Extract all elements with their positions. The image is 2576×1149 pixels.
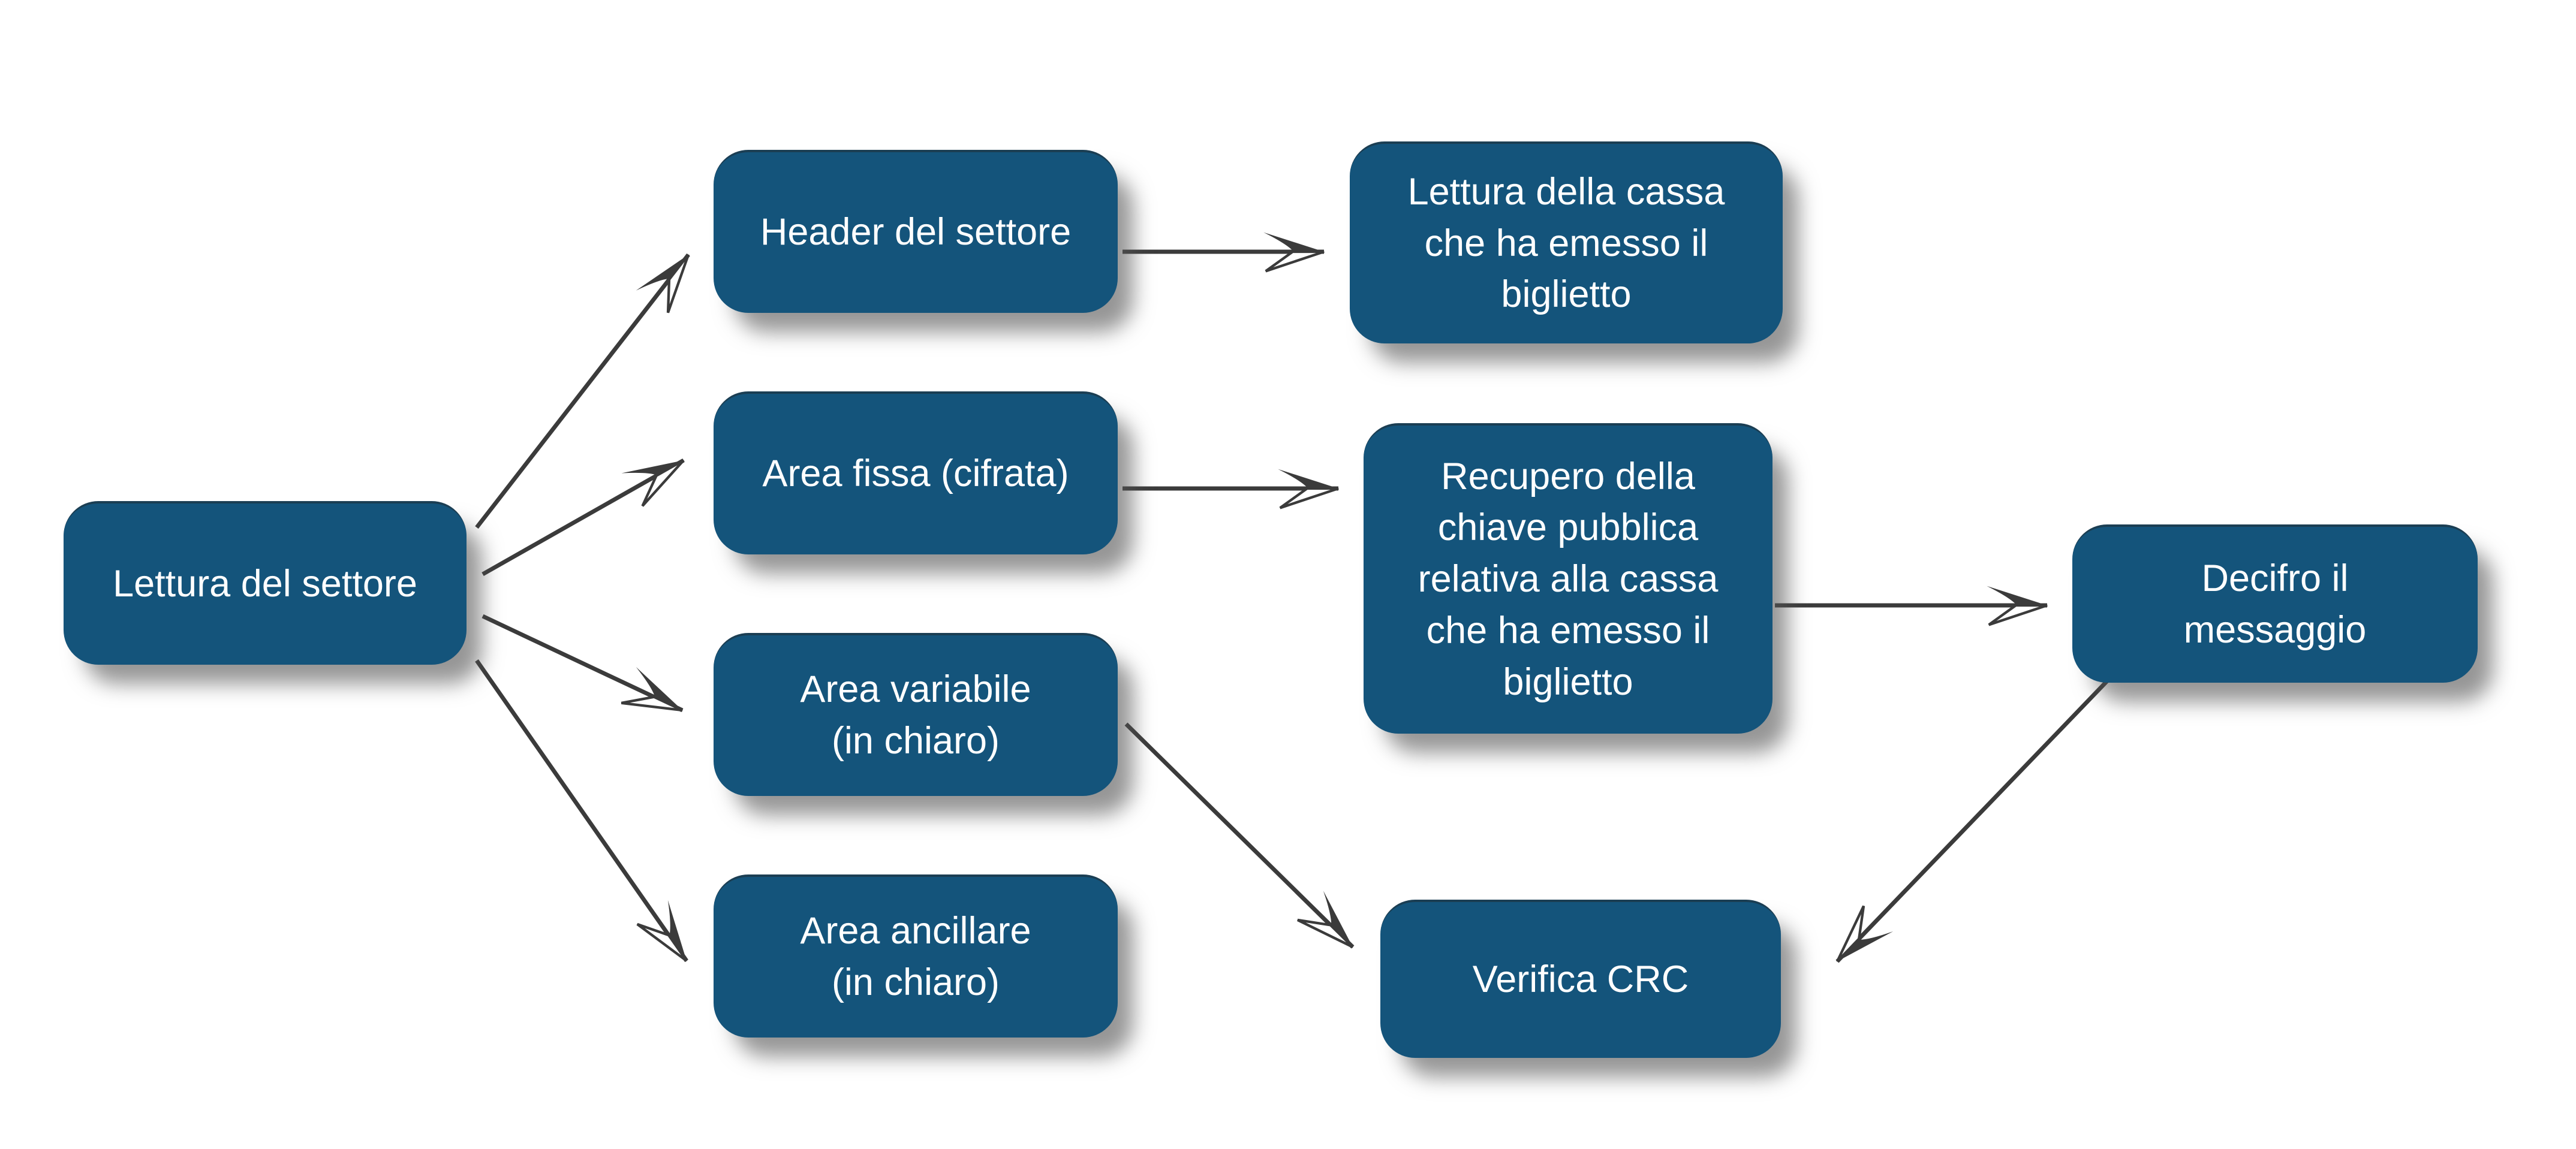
- arrow-lettura-settore-to-area-variabile: [482, 614, 684, 713]
- arrow-lettura-settore-to-area-ancillare: [475, 659, 688, 963]
- arrow-area-variabile-to-verifica-crc: [1124, 722, 1355, 949]
- node-label: Lettura della cassa che ha emesso il big…: [1407, 170, 1725, 316]
- node-area-ancillare-in-chiaro: Area ancillare (in chiaro): [714, 874, 1118, 1038]
- node-lettura-della-cassa: Lettura della cassa che ha emesso il big…: [1350, 141, 1783, 343]
- node-recupero-chiave-pubblica: Recupero della chiave pubblica relativa …: [1364, 423, 1772, 734]
- arrow-lettura-settore-to-header-settore: [475, 253, 690, 529]
- arrow-lettura-settore-to-area-fissa: [482, 458, 685, 577]
- node-label: Lettura del settore: [113, 562, 417, 605]
- node-label: Recupero della chiave pubblica relativa …: [1418, 455, 1719, 703]
- node-lettura-del-settore: Lettura del settore: [64, 501, 467, 665]
- arrow-decifro-messaggio-to-verifica-crc: [1835, 674, 2114, 963]
- node-label: Decifro il messaggio: [2183, 557, 2367, 651]
- node-verifica-crc: Verifica CRC: [1380, 900, 1781, 1058]
- node-label: Header del settore: [760, 211, 1072, 254]
- node-header-del-settore: Header del settore: [714, 150, 1118, 313]
- node-decifro-il-messaggio: Decifro il messaggio: [2072, 524, 2478, 683]
- node-label: Verifica CRC: [1472, 958, 1689, 1001]
- node-label: Area fissa (cifrata): [762, 453, 1069, 495]
- node-area-variabile-in-chiaro: Area variabile (in chiaro): [714, 633, 1118, 796]
- node-area-fissa-cifrata: Area fissa (cifrata): [714, 391, 1118, 554]
- node-label: Area ancillare (in chiaro): [800, 910, 1031, 1003]
- node-label: Area variabile (in chiaro): [800, 668, 1031, 762]
